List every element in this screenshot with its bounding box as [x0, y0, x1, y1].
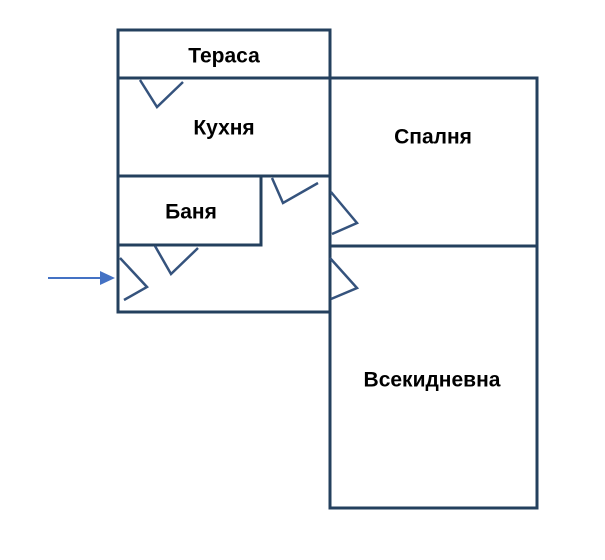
room-label-living-room: Всекидневна	[364, 369, 501, 392]
room-bedroom	[330, 78, 537, 246]
room-label-kitchen: Кухня	[193, 117, 254, 140]
kitchen-hall-door-icon	[270, 177, 319, 205]
room-label-terrace: Тераса	[188, 45, 260, 68]
entrance-door-icon	[119, 257, 149, 302]
entrance-arrow-head-icon	[100, 271, 115, 285]
kitchen-terrace-door-icon	[138, 79, 184, 109]
room-label-bathroom: Баня	[165, 201, 217, 224]
bedroom-door-icon	[330, 191, 360, 236]
living-room-door-icon	[329, 257, 360, 301]
bathroom-door-icon	[153, 245, 199, 277]
room-label-bedroom: Спалня	[394, 126, 472, 149]
